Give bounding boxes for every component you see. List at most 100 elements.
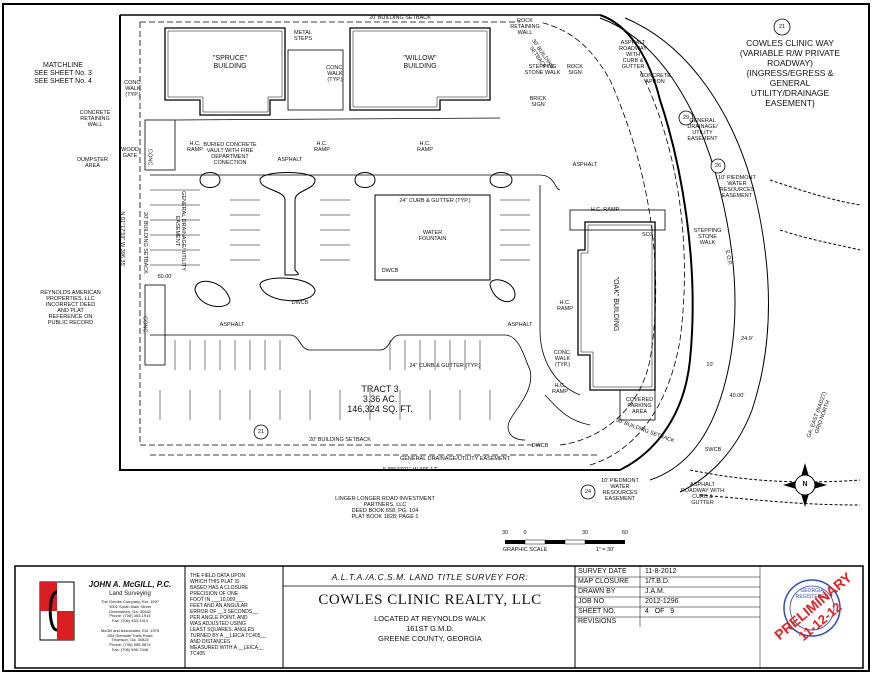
scale-ratio: 1" = 30' <box>595 547 615 553</box>
callout-buried-vault: BURIED CONCRETE VAULT WITH FIRE DEPARTME… <box>203 142 257 166</box>
callout-so3: SO3 <box>641 232 653 238</box>
callout-concrete-apron: CONCRETE APRON <box>640 73 671 85</box>
property-boundary <box>119 14 694 471</box>
asphalt-label: ASPHALT <box>572 162 598 168</box>
callout-hc-ramp: H.C. RAMP <box>314 141 330 153</box>
callout-concrete-wall: CONCRETE RETAINING WALL <box>79 110 111 128</box>
dimension-24-9: 24.9' <box>741 336 753 342</box>
company-info: The Gomes Company, Est. 1997 1001 South … <box>100 599 160 652</box>
bearing-bottom: S 88°42'01" W 396.17' <box>382 467 438 473</box>
oak-building-label: "OAK" BUILDING <box>612 276 619 332</box>
scale-tick-label: 30 <box>581 530 589 536</box>
callout-wood-gate: WOOD GATE <box>121 147 139 159</box>
tag-21: 21 <box>257 429 265 435</box>
clinic-way-label: COWLES CLINIC WAY (VARIABLE R/W PRIVATE … <box>739 38 841 108</box>
callout-asphalt-roadway: ASPHALT ROADWAY WITH CURB & GUTTER <box>680 482 725 506</box>
survey-title: A.L.T.A./A.C.S.M. LAND TITLE SURVEY FOR: <box>331 572 529 582</box>
lot-curb <box>150 174 561 441</box>
asphalt-label: ASPHALT <box>277 157 303 163</box>
asphalt-label: ASPHALT <box>507 322 533 328</box>
callout-stepping-stone: STEPPING STONE WALK <box>524 64 561 76</box>
callout-rock-sign: ROCK SIGN <box>567 64 583 76</box>
drainage-bottom-label: GENERAL DRAINAGE/UTILITY EASEMENT <box>399 456 511 462</box>
sheet-no-value: 4 OF 9 <box>645 608 675 615</box>
map-closure-label: MAP CLOSURE <box>578 578 629 585</box>
seal-text: GEORGIA REGISTERED <box>795 588 829 600</box>
linger-label: LINGER LONGER ROAD INVESTMENT PARTNERS, … <box>335 496 435 520</box>
tag-29: 29 <box>682 115 690 121</box>
asphalt-label: ASPHALT <box>219 322 245 328</box>
north-arrow-icon <box>783 463 827 507</box>
callout-brick-sign: BRICK SIGN <box>529 96 547 108</box>
survey-date-value: 11-8-2012 <box>645 568 677 575</box>
callout-metal-steps: METAL STEPS <box>293 30 313 42</box>
title-block <box>14 565 864 669</box>
curb-top-label: 24" CURB & GUTTER (TYP.) <box>399 198 471 204</box>
spruce-building <box>164 27 286 116</box>
tract-square-feet: 146,324 SQ. FT. <box>347 404 413 414</box>
water-fountain-label: WATER FOUNTAIN <box>418 230 447 242</box>
map-closure-value: 1/T.B.D. <box>645 578 670 585</box>
callout-dwcb: DWCB <box>381 268 399 274</box>
callout-hc-ramp: H.C. RAMP <box>417 141 433 153</box>
revisions-label: REVISIONS <box>578 618 617 625</box>
callout-piedmont-easement: 10' PIEDMONT WATER RESOURCES EASEMENT <box>601 478 639 502</box>
scale-tick-label: 60 <box>621 530 629 536</box>
callout-dwcb: DWCB <box>531 443 549 449</box>
scale-tick-label: 0 <box>523 530 527 536</box>
setback-top-label: 20' BUILDING SETBACK <box>369 15 431 21</box>
callout-general-drainage: GENERAL DRAINAGE/ UTILITY EASEMENT <box>687 118 718 142</box>
company-name: JOHN A. McGILL, P.C. <box>88 580 172 589</box>
reynolds-label: REYNOLDS AMERICAN PROPERTIES, LLC INCORR… <box>40 290 101 326</box>
walkways <box>144 49 666 426</box>
callout-conc: CONC. <box>141 316 148 334</box>
dimension-10: 10' <box>706 362 714 368</box>
curb-bottom-label: 24" CURB & GUTTER (TYP.) <box>409 363 481 369</box>
bearing-left: N 01°17'59" W 396.35' <box>119 211 125 267</box>
callout-conc-walk: CONC. WALK (TYP.) <box>326 65 344 83</box>
spruce-building-label: "SPRUCE" BUILDING <box>212 55 248 70</box>
scale-label: GRAPHIC SCALE <box>502 547 548 553</box>
parking-stripes <box>150 189 530 420</box>
setback-lines <box>139 21 685 466</box>
matchline-note: MATCHLINE SEE SHEET No. 3 SEE SHEET No. … <box>34 62 92 85</box>
tract-name: TRACT 3 <box>361 384 399 394</box>
callout-hc-ramp: H.C. RAMP <box>557 300 573 312</box>
survey-date-label: SURVEY DATE <box>578 568 627 575</box>
callout-hc-ramp: H.C. RAMP <box>187 141 203 153</box>
drawn-by-label: DRAWN BY <box>578 588 616 595</box>
setback-left-label: 20' BUILDING SETBACK <box>142 212 148 274</box>
graphic-scale-bar <box>505 539 625 545</box>
drainage-left-label: GENERAL DRAINAGE/ UTILITY EASEMENT <box>174 191 186 271</box>
willow-building <box>349 27 491 111</box>
callout-conc-walk: CONC. WALK (TYP.) <box>553 350 572 368</box>
setback-bottom-label: 20' BUILDING SETBACK <box>309 437 371 443</box>
tag-21: 21 <box>778 24 786 30</box>
surveyor-seal <box>783 579 841 637</box>
sheet-no-label: SHEET NO. <box>578 608 616 615</box>
oak-building <box>577 221 656 391</box>
parking-islands <box>194 172 516 308</box>
callout-dwcb: DWCB <box>291 300 309 306</box>
callout-conc: CONC. <box>146 149 153 167</box>
scale-tick-label: 30 <box>501 530 509 536</box>
callout-stepping-stone: STEPPING STONE WALK <box>693 228 722 246</box>
tag-26: 26 <box>714 163 722 169</box>
drawn-by-value: J.A.M. <box>645 588 665 595</box>
location-line: 161ST G.M.D. <box>406 624 454 633</box>
tag-24: 24 <box>584 489 592 495</box>
roadway <box>599 17 861 506</box>
north-letter: N <box>802 481 808 488</box>
dimension-50: 50.00' <box>157 274 173 280</box>
tract-acreage: 3.36 AC. <box>362 394 398 404</box>
callout-rock-wall: ROCK RETAINING WALL <box>510 18 540 36</box>
callout-hc-ramp: H.C. RAMP <box>552 383 568 395</box>
closure-statement: THE FIELD DATA UPON WHICH THIS PLAT IS B… <box>190 573 266 657</box>
callout-asphalt-roadway: ASPHALT ROADWAY WITH CURB & GUTTER <box>619 40 647 70</box>
callout-covered-parking: COVERED PARKING AREA <box>625 397 654 415</box>
company-logo <box>39 581 75 641</box>
job-no-label: JOB NO. <box>578 598 607 605</box>
callout-piedmont-easement: 10' PIEDMONT WATER RESOURCES EASEMENT <box>718 175 756 199</box>
job-no-value: 2012-1296 <box>645 598 679 605</box>
location-line: LOCATED AT REYNOLDS WALK <box>374 614 486 623</box>
